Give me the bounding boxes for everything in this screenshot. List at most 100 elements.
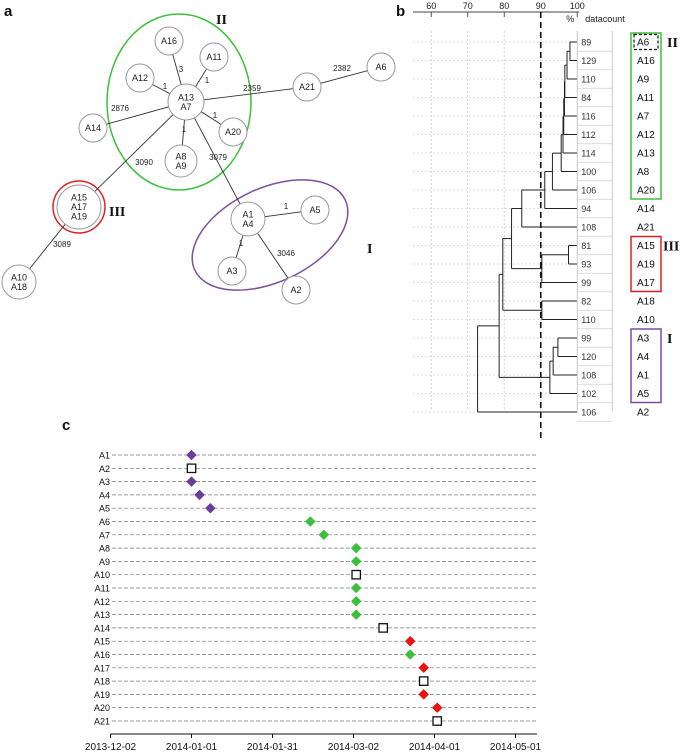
timeline-row-label: A18	[94, 677, 110, 687]
datacount-cell: 116	[581, 112, 595, 122]
dendrogram-leaf-label: A19	[637, 260, 655, 271]
dendrogram-leaf-label: A21	[637, 223, 655, 234]
timeline-row-label: A19	[94, 690, 110, 700]
network-node-circle	[366, 52, 396, 82]
dendrogram-axis-tick-label: 90	[536, 1, 546, 11]
timeline-row-label: A6	[99, 517, 110, 527]
dendrogram-leaf-label: A8	[637, 167, 650, 178]
datacount-cell: 81	[581, 241, 591, 251]
timeline-row: A9	[99, 556, 537, 567]
datacount-cell: 129	[581, 56, 596, 66]
network-edge: 3090	[94, 114, 174, 192]
timeline-row: A15	[94, 635, 537, 647]
timeline-row-label: A11	[95, 584, 110, 594]
timeline-marker-I	[194, 489, 205, 501]
network-edge: 3089	[29, 223, 71, 270]
network-node-label: A2	[290, 285, 301, 295]
dendrogram-A6-highlight-box	[633, 33, 659, 51]
datacount-cell: 106	[581, 186, 596, 196]
datacount-cell: 93	[581, 260, 591, 270]
timeline-row-label: A9	[99, 557, 110, 567]
network-edge-line	[152, 84, 171, 95]
datacount-cell: 108	[581, 223, 596, 233]
network-node-label: A3	[226, 266, 237, 276]
timeline-panel: A1A2A3A4A5A6A7A8A9A10A11A12A13A14A15A16A…	[85, 449, 542, 753]
datacount-cell: 110	[581, 315, 595, 325]
network-edge-label: 1	[205, 76, 210, 85]
dendrogram-leaf-label: A14	[637, 204, 655, 215]
network-node-label: A15	[71, 193, 87, 203]
datacount-cell: 102	[581, 389, 596, 399]
network-edge: 1	[182, 119, 187, 146]
dendrogram-cluster-label: II	[667, 36, 678, 51]
dendrogram-percent-label: %	[566, 14, 574, 24]
network-edge-label: 1	[284, 202, 289, 211]
timeline-row-label: A20	[94, 703, 110, 713]
timeline-marker-I	[186, 476, 197, 487]
network-edge-label: 3046	[277, 249, 295, 258]
datacount-cell: 94	[581, 204, 591, 214]
network-node-label: A11	[206, 52, 221, 62]
timeline-x-tick-label: 2014-03-02	[328, 742, 380, 753]
network-edge-label: 1	[239, 239, 244, 248]
network-edge-label: 1	[182, 125, 187, 134]
network-node: A11	[199, 42, 229, 72]
timeline-row: A20	[94, 702, 537, 713]
timeline-row: A19	[94, 689, 537, 700]
network-edge-line	[203, 88, 294, 101]
datacount-cell: 108	[581, 371, 596, 381]
timeline-marker-II	[304, 516, 316, 527]
network-node-label: A19	[71, 212, 87, 222]
datacount-cell: 99	[581, 278, 591, 288]
timeline-row-label: A8	[99, 544, 110, 554]
datacount-cell: 99	[581, 334, 591, 344]
network-edge-line	[106, 106, 169, 125]
cluster-III-label: III	[109, 205, 125, 220]
dendrogram-leaf-label: A12	[637, 130, 655, 141]
network-edge-line	[264, 211, 302, 218]
network-node-circle	[78, 113, 108, 143]
cluster-I-label: I	[367, 242, 372, 257]
network-node: A21	[292, 72, 322, 102]
timeline-row: A11	[95, 582, 537, 594]
dendrogram-leaf-label: A10	[637, 315, 655, 326]
network-edge-label: 3089	[53, 240, 71, 249]
network-edge: 1	[195, 68, 210, 87]
timeline-marker-II	[350, 609, 362, 620]
network-node-circle	[1, 264, 37, 300]
timeline-row-label: A14	[94, 623, 110, 633]
dendrogram-leaf-label: A11	[637, 93, 654, 104]
network-node-circle	[167, 83, 205, 121]
network-node: A14	[78, 113, 108, 143]
timeline-row: A21	[94, 716, 537, 727]
network-edge-line	[200, 111, 222, 125]
network-edge-label: 2876	[111, 104, 129, 113]
dendrogram-leaf-label: A7	[637, 112, 650, 123]
datacount-cell: 106	[581, 408, 596, 418]
timeline-marker-II	[350, 582, 362, 594]
dendrogram-leaf-label: A3	[637, 334, 650, 345]
timeline-x-tick-label: 2014-04-01	[409, 742, 461, 753]
timeline-row-label: A15	[94, 637, 110, 647]
network-edge: 3	[172, 54, 184, 85]
network-edge-line	[194, 117, 241, 205]
timeline-row-label: A12	[94, 597, 110, 607]
datacount-cell: 89	[581, 38, 591, 48]
datacount-cell: 112	[581, 130, 595, 140]
cluster-III-outline	[52, 180, 106, 234]
cluster-I: I	[191, 179, 372, 291]
network-node-circle	[300, 195, 330, 225]
network-edge: 3046	[257, 232, 295, 279]
timeline-row-label: A17	[94, 663, 110, 673]
network-edge-label: 3090	[135, 158, 153, 167]
timeline-x-tick-label: 2013-12-02	[85, 742, 137, 753]
dendrogram-leaf-label: A15	[637, 241, 655, 252]
network-node-label: A7	[180, 102, 191, 112]
timeline-row: A16	[94, 649, 537, 660]
network-node-circle	[199, 42, 229, 72]
